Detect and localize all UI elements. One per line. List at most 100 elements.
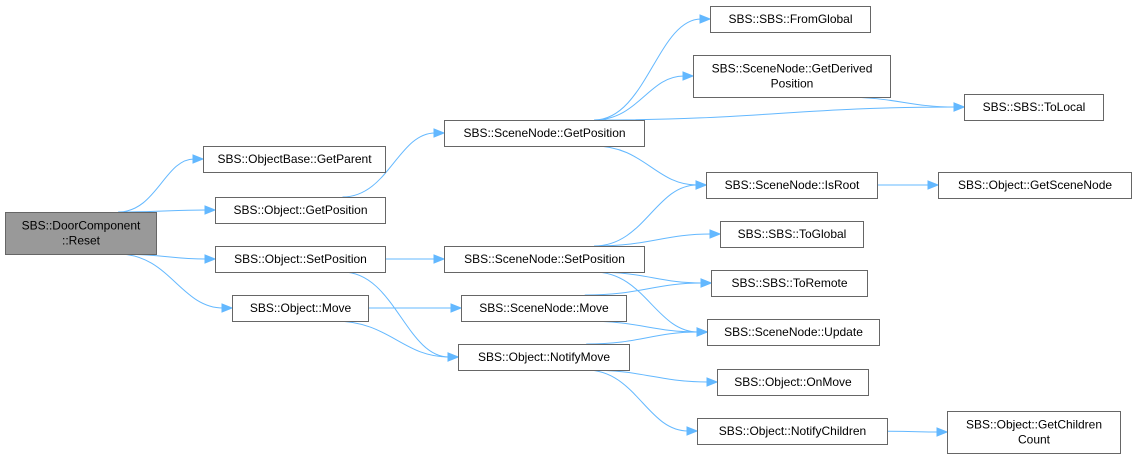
node-box [5, 212, 157, 255]
node-label: SBS::SceneNode::SetPosition [464, 252, 625, 266]
edge-notifychildren-to-getchildrencount [886, 430, 939, 433]
arrowhead-icon [953, 102, 966, 112]
node-label: SBS::DoorComponent [22, 219, 141, 233]
node-label: SBS::Object::GetPosition [233, 203, 367, 217]
edge-obj-setpos-to-notifymove [342, 271, 450, 358]
node-label: SBS::Object::NotifyMove [478, 350, 610, 364]
node-obj-setpos[interactable]: SBS::Object::SetPosition [215, 246, 386, 273]
edge-sn-getpos-to-getderived [593, 75, 685, 121]
node-sn-move[interactable]: SBS::SceneNode::Move [461, 295, 627, 322]
edge-getderived-to-tolocal [840, 96, 956, 108]
edge-reset-to-obj-getpos [118, 209, 207, 213]
node-box [706, 172, 878, 199]
node-toremote[interactable]: SBS::SBS::ToRemote [711, 270, 868, 297]
node-box [215, 197, 386, 224]
node-isroot[interactable]: SBS::SceneNode::IsRoot [706, 172, 878, 199]
node-update[interactable]: SBS::SceneNode::Update [707, 319, 880, 346]
node-box [203, 146, 386, 173]
arrowhead-icon [204, 205, 217, 215]
node-label: SBS::SceneNode::GetPosition [463, 126, 625, 140]
node-label: SBS::Object::GetChildren [966, 418, 1102, 432]
node-obj-move[interactable]: SBS::Object::Move [232, 295, 369, 322]
node-sn-getpos[interactable]: SBS::SceneNode::GetPosition [444, 120, 645, 147]
node-label: SBS::Object::SetPosition [234, 252, 367, 266]
edge-sn-setpos-to-toremote [593, 271, 703, 284]
node-label: SBS::Object::NotifyChildren [719, 424, 866, 438]
node-box [461, 295, 627, 322]
edge-notifymove-to-onmove [586, 369, 709, 383]
node-label: SBS::SBS::ToGlobal [738, 227, 847, 241]
arrowhead-icon [433, 128, 446, 138]
edge-sn-move-to-toremote [584, 282, 703, 296]
arrowhead-icon [686, 426, 699, 436]
node-obj-getpos[interactable]: SBS::Object::GetPosition [215, 197, 386, 224]
node-notifymove[interactable]: SBS::Object::NotifyMove [458, 344, 630, 371]
node-label: Position [771, 77, 814, 91]
nodes-layer: SBS::DoorComponent::Reset SBS::ObjectBase… [5, 6, 1132, 454]
arrowhead-icon [927, 180, 940, 190]
arrowhead-icon [204, 254, 217, 264]
node-label: SBS::SceneNode::Move [479, 301, 609, 315]
edge-notifymove-to-notifychildren [586, 369, 689, 432]
node-box [458, 344, 630, 371]
node-sn-setpos[interactable]: SBS::SceneNode::SetPosition [444, 246, 645, 273]
arrowhead-icon [221, 303, 234, 313]
edge-obj-getpos-to-sn-getpos [342, 132, 436, 198]
node-box [720, 221, 864, 248]
edge-reset-to-obj-move [118, 253, 224, 309]
node-box [215, 246, 386, 273]
node-box [697, 418, 888, 445]
edge-reset-to-getparent [118, 158, 195, 213]
node-label: Count [1018, 433, 1051, 447]
edge-sn-setpos-to-isroot [593, 184, 698, 247]
node-label: SBS::Object::GetSceneNode [958, 178, 1112, 192]
node-box [707, 319, 880, 346]
node-label: SBS::ObjectBase::GetParent [217, 152, 372, 166]
node-label: SBS::SceneNode::Update [724, 325, 863, 339]
arrowhead-icon [706, 377, 719, 387]
node-notifychildren[interactable]: SBS::Object::NotifyChildren [697, 418, 888, 445]
edge-sn-setpos-to-update [593, 271, 699, 333]
node-label: SBS::SceneNode::IsRoot [725, 178, 860, 192]
node-label: SBS::SBS::ToRemote [731, 276, 847, 290]
edge-sn-move-to-update [584, 320, 699, 333]
arrowhead-icon [447, 352, 460, 362]
edge-obj-move-to-notifymove [333, 320, 450, 358]
node-label: SBS::SBS::FromGlobal [728, 12, 852, 26]
node-tolocal[interactable]: SBS::SBS::ToLocal [964, 94, 1104, 121]
node-box [938, 172, 1132, 199]
node-box [444, 120, 645, 147]
arrowhead-icon [192, 154, 205, 164]
node-getscenenode[interactable]: SBS::Object::GetSceneNode [938, 172, 1132, 199]
node-box [711, 270, 868, 297]
node-label: SBS::SceneNode::GetDerived [712, 62, 873, 76]
node-label: ::Reset [62, 234, 101, 248]
node-box [232, 295, 369, 322]
node-box [710, 6, 871, 33]
node-fromglobal[interactable]: SBS::SBS::FromGlobal [710, 6, 871, 33]
node-box [717, 369, 869, 396]
edge-sn-getpos-to-isroot [593, 145, 698, 186]
edge-notifymove-to-update [586, 331, 699, 345]
arrowhead-icon [700, 278, 713, 288]
node-onmove[interactable]: SBS::Object::OnMove [717, 369, 869, 396]
edge-sn-setpos-to-toglobal [593, 233, 712, 247]
arrowhead-icon [696, 327, 709, 337]
node-label: SBS::SBS::ToLocal [983, 100, 1086, 114]
node-label: SBS::Object::Move [250, 301, 352, 315]
edge-sn-getpos-to-tolocal [593, 106, 956, 121]
node-box [444, 246, 645, 273]
node-getparent[interactable]: SBS::ObjectBase::GetParent [203, 146, 386, 173]
node-reset[interactable]: SBS::DoorComponent::Reset [5, 212, 157, 255]
arrowhead-icon [682, 71, 695, 81]
node-box [693, 55, 891, 98]
arrowhead-icon [450, 303, 463, 313]
arrowhead-icon [695, 180, 708, 190]
node-toglobal[interactable]: SBS::SBS::ToGlobal [720, 221, 864, 248]
arrowhead-icon [699, 14, 712, 24]
node-label: SBS::Object::OnMove [734, 375, 852, 389]
arrowhead-icon [936, 427, 949, 437]
